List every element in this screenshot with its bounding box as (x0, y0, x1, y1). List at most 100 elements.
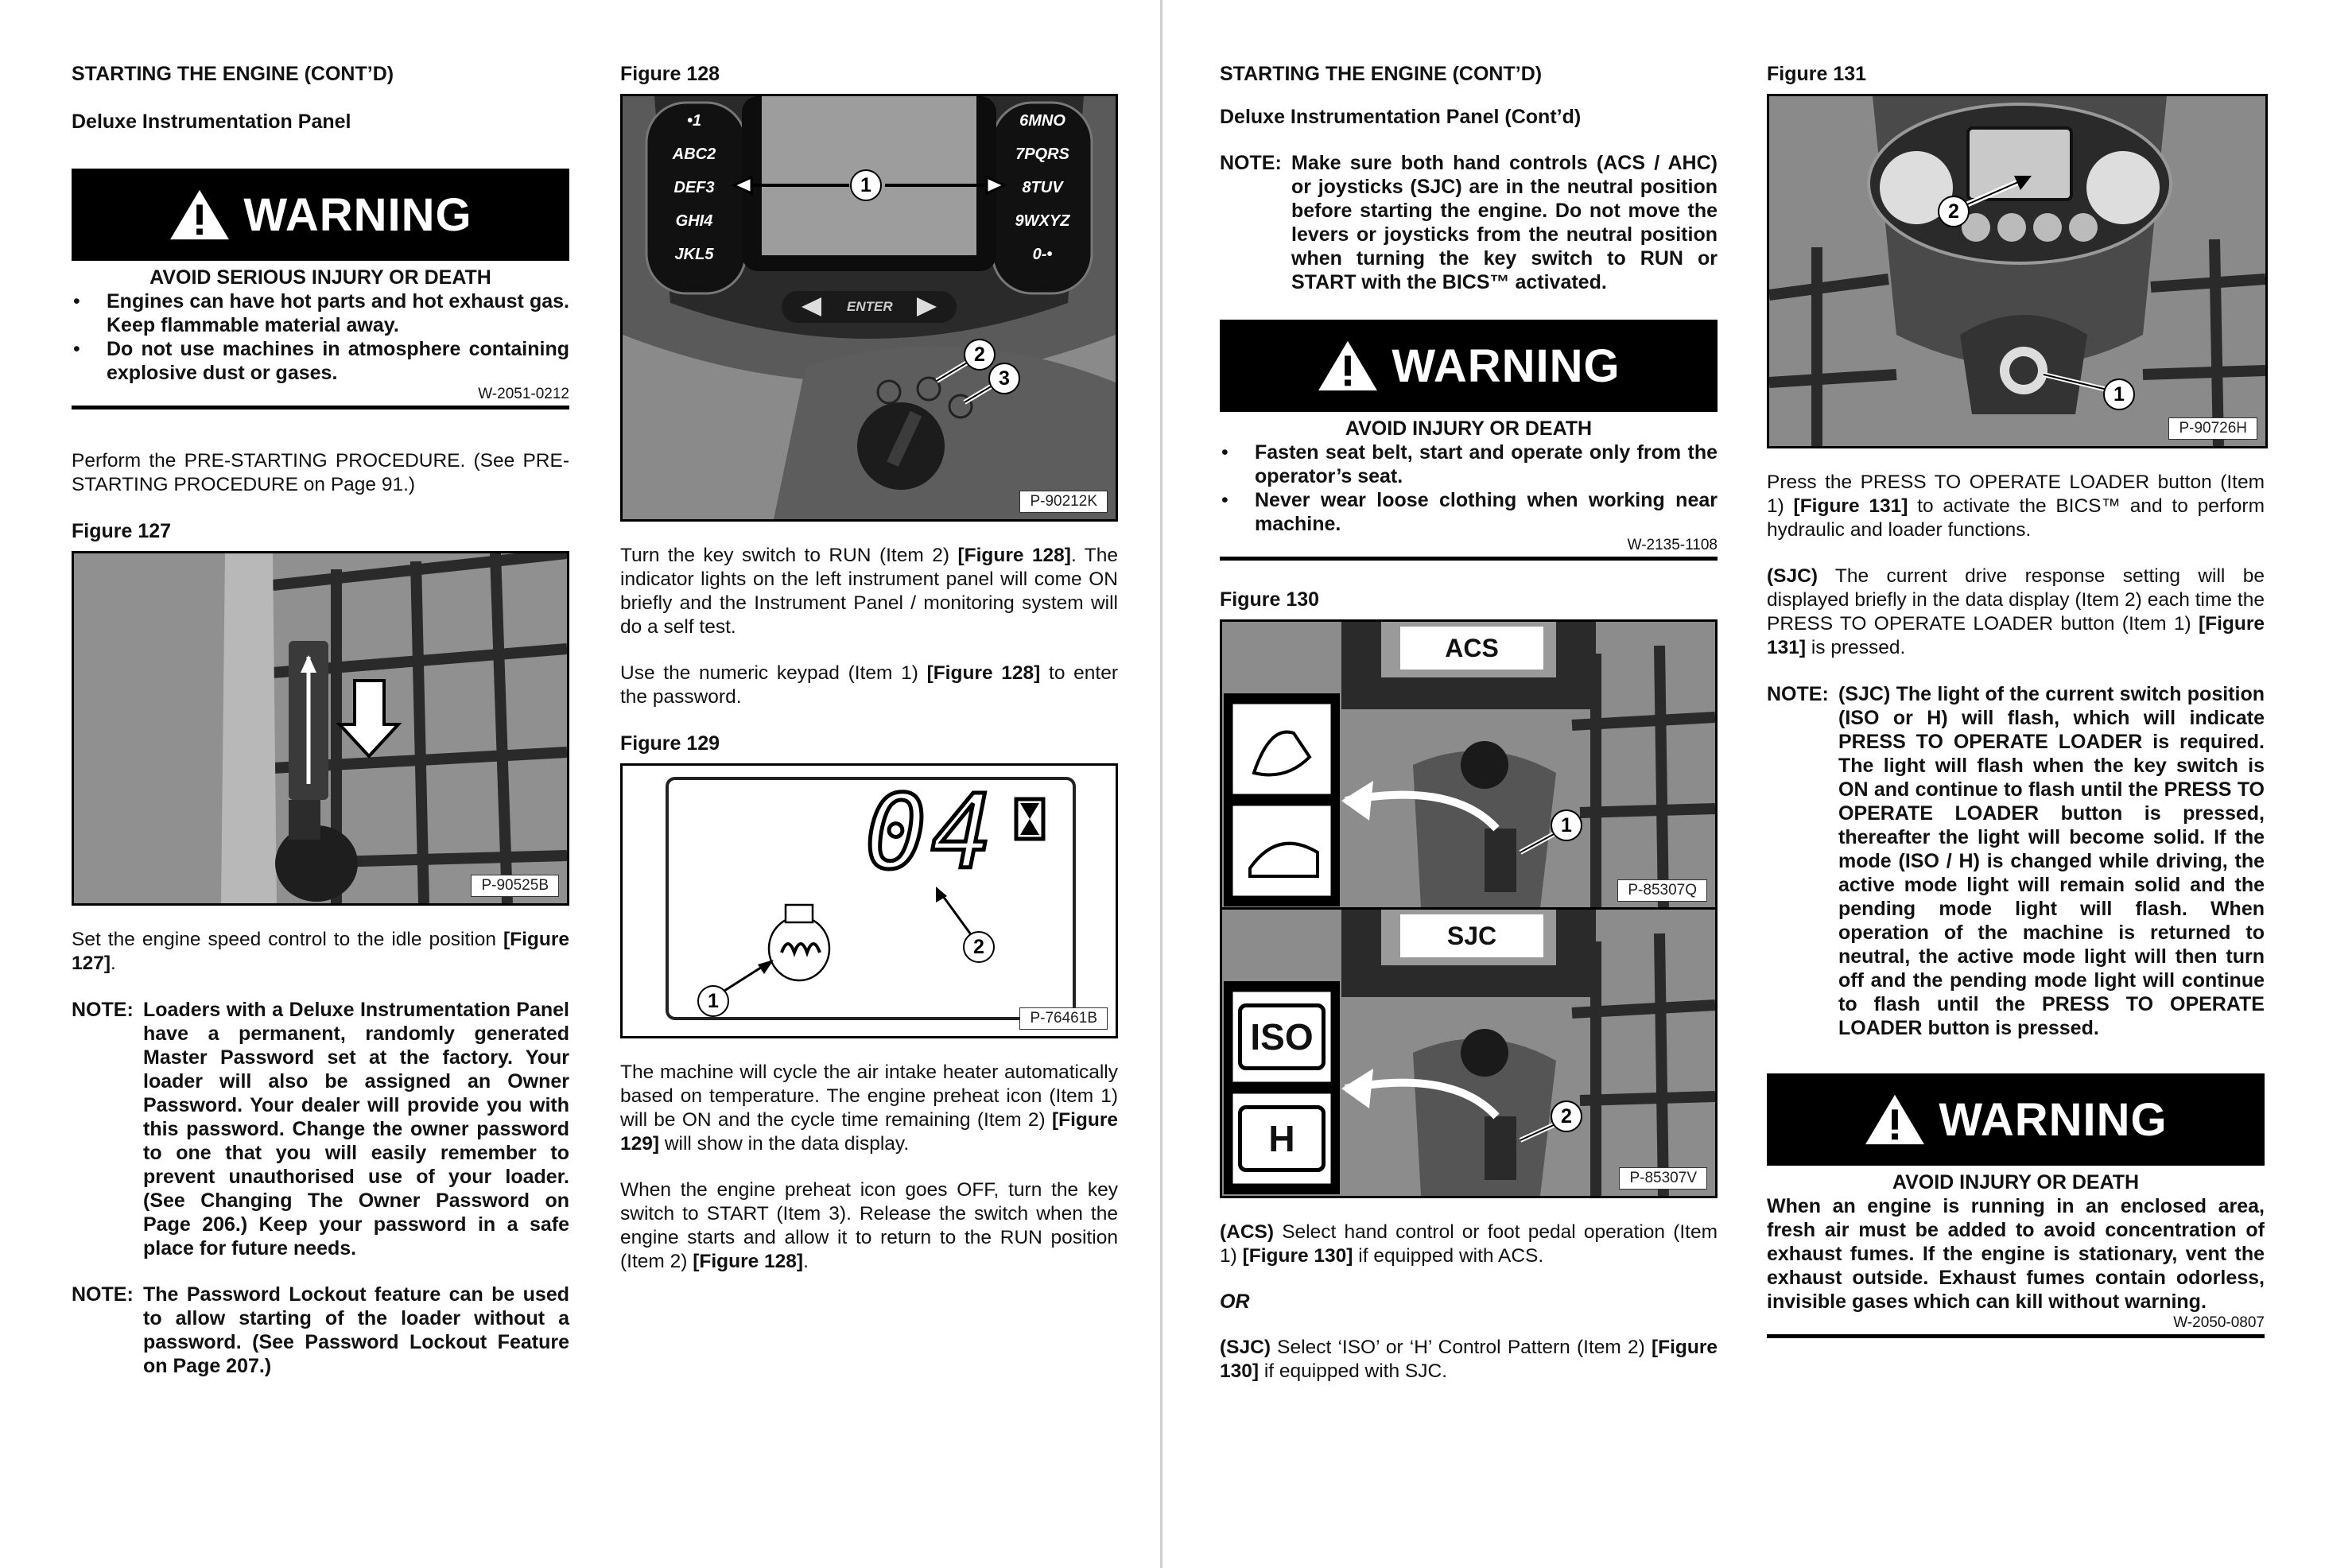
note-neutral-position: NOTE: Make sure both hand controls (ACS … (1220, 151, 1718, 294)
callout-2: 2 (1551, 1100, 1582, 1132)
heater-rest: will show in the data display. (659, 1133, 910, 1155)
right-column-2: Figure 131 (1767, 62, 2268, 1338)
warning-text: When an engine is running in an enclosed… (1767, 1195, 2265, 1313)
note-text: Loaders with a Deluxe Instrumentation Pa… (143, 999, 569, 1259)
heater-text: The machine will cycle the air intake he… (620, 1062, 1118, 1131)
warning-word: WARNING (1939, 1093, 2168, 1146)
note-text: Make sure both hand controls (ACS / AHC)… (1291, 152, 1718, 293)
note-mode-light: NOTE: (SJC) The light of the current swi… (1767, 682, 2265, 1040)
figure-128-title: Figure 128 (620, 63, 720, 85)
keypad-rest: to enter the password. (620, 662, 1119, 708)
figure-ref: [Figure 130] (1242, 1245, 1353, 1267)
idle-text: Set the engine speed control to the idle… (72, 929, 503, 950)
subsection-title: Deluxe Instrumentation Panel (72, 111, 351, 133)
warning-code: W-2051-0212 (478, 386, 569, 402)
warning-code: W-2135-1108 (1627, 537, 1718, 553)
figure-code: P-90726H (2168, 417, 2257, 440)
run-rest: . The indicator lights on the left instr… (620, 545, 1119, 638)
figure-130-title: Figure 130 (1220, 588, 1320, 611)
warning-item: Engines can have hot parts and hot exhau… (72, 289, 569, 337)
figure-ref: [Figure 127] (72, 929, 569, 974)
warning-block: WARNING AVOID INJURY OR DEATH Fasten sea… (1220, 320, 1718, 561)
keypad-text: Use the numeric keypad (Item 1) (620, 662, 927, 684)
note-label: NOTE: (1767, 683, 1829, 705)
callout-2: 2 (964, 339, 996, 371)
figure-ref: [Figure 129] (620, 1109, 1118, 1155)
note-text: The Password Lockout feature can be used… (143, 1283, 569, 1377)
sjc-lead: (SJC) (1220, 1337, 1271, 1358)
warning-item: Fasten seat belt, start and operate only… (1220, 441, 1718, 488)
display-digits: 04 (863, 774, 998, 892)
run-paragraph: Turn the key switch to RUN (Item 2) [Fig… (620, 544, 1118, 639)
warning-triangle-icon (169, 188, 231, 242)
keypad-key: 6MNO (1019, 112, 1065, 130)
left-column-2: Figure 128 (620, 62, 1118, 1274)
keypad-paragraph: Use the numeric keypad (Item 1) [Figure … (620, 662, 1118, 709)
warning-list: Fasten seat belt, start and operate only… (1220, 441, 1718, 536)
start-paragraph: When the engine preheat icon goes OFF, t… (620, 1178, 1118, 1274)
figure-131: 2 1 P-90726H (1767, 94, 2268, 448)
callout-2: 2 (963, 931, 995, 963)
figure-code: P-85307V (1619, 1167, 1707, 1190)
subsection-title: Deluxe Instrumentation Panel (Cont’d) (1220, 106, 1582, 128)
keypad-key: •1 (686, 112, 702, 130)
note-text: (SJC) The light of the current switch po… (1838, 683, 2265, 1039)
sjc-text: Select ‘ISO’ or ‘H’ Control Pattern (Ite… (1270, 1337, 1652, 1358)
left-column-1: STARTING THE ENGINE (CONT’D) Deluxe Inst… (72, 62, 569, 1378)
figure-code: P-85307Q (1617, 879, 1707, 902)
callout-2: 2 (1938, 196, 1970, 227)
sjc-paragraph: (SJC) Select ‘ISO’ or ‘H’ Control Patter… (1220, 1336, 1718, 1384)
warning-code: W-2050-0807 (2173, 1314, 2265, 1331)
warning-banner: WARNING (1220, 320, 1718, 412)
keypad-key: 9WXYZ (1015, 212, 1070, 230)
figure-ref: [Figure 128] (957, 545, 1071, 566)
figure-ref: [Figure 131] (1793, 495, 1908, 517)
note-master-password: NOTE: Loaders with a Deluxe Instrumentat… (72, 998, 569, 1260)
warning-block: WARNING AVOID SERIOUS INJURY OR DEATH En… (72, 169, 569, 409)
warning-rule (72, 406, 569, 409)
iso-label: ISO (1238, 1003, 1326, 1070)
keypad-key: JKL5 (674, 246, 714, 263)
press-text: Press the PRESS TO OPERATE LOADER button… (1767, 472, 2265, 517)
idle-paragraph: Set the engine speed control to the idle… (72, 928, 569, 976)
keypad-left: •1 ABC2 DEF3 GHI4 JKL5 (654, 112, 734, 279)
note-label: NOTE: (1220, 152, 1282, 174)
figure-ref: [Figure 131] (1767, 613, 2265, 658)
left-page: STARTING THE ENGINE (CONT’D) Deluxe Inst… (0, 0, 1162, 1568)
section-title: STARTING THE ENGINE (CONT’D) (1220, 63, 1543, 85)
note-password-lockout: NOTE: The Password Lockout feature can b… (72, 1283, 569, 1378)
section-title: STARTING THE ENGINE (CONT’D) (72, 63, 394, 85)
keypad-key: 8TUV (1022, 179, 1063, 196)
figure-code: P-90525B (471, 875, 559, 897)
press-paragraph: Press the PRESS TO OPERATE LOADER button… (1767, 471, 2265, 542)
acs-label: ACS (1400, 627, 1543, 670)
sjc-text: The current drive response setting will … (1767, 565, 2265, 635)
warning-triangle-icon (1864, 1093, 1926, 1147)
instrument-panel-illustration (623, 96, 1116, 519)
figure-code: P-90212K (1019, 491, 1108, 513)
sjc-rest: is pressed. (1806, 637, 1906, 658)
figure-128: •1 ABC2 DEF3 GHI4 JKL5 6MNO 7PQRS 8TUV 9… (620, 94, 1118, 522)
idle-end: . (111, 953, 116, 974)
figure-129-title: Figure 129 (620, 732, 720, 755)
keypad-key: 0-• (1032, 246, 1053, 263)
warning-rule (1767, 1334, 2265, 1338)
press-rest: to activate the BICS™ and to perform hyd… (1767, 495, 2265, 541)
start-text: When the engine preheat icon goes OFF, t… (620, 1179, 1118, 1272)
right-page: STARTING THE ENGINE (CONT’D) Deluxe Inst… (1162, 0, 2325, 1568)
keypad-right: 6MNO 7PQRS 8TUV 9WXYZ 0-• (1003, 112, 1082, 279)
sjc-lead: (SJC) (1767, 565, 1818, 587)
acs-paragraph: (ACS) Select hand control or foot pedal … (1220, 1221, 1718, 1268)
sjc-rest: if equipped with SJC. (1259, 1360, 1448, 1382)
acs-rest: if equipped with ACS. (1353, 1245, 1544, 1267)
figure-131-title: Figure 131 (1767, 63, 1867, 85)
warning-triangle-icon (1317, 339, 1379, 393)
figure-130-acs-panel: ACS 1 P-85307Q (1220, 619, 1718, 910)
warning-block: WARNING AVOID INJURY OR DEATH When an en… (1767, 1073, 2265, 1338)
keypad-key: GHI4 (675, 212, 713, 230)
sjc-display-paragraph: (SJC) The current drive response setting… (1767, 565, 2265, 660)
right-column-1: STARTING THE ENGINE (CONT’D) Deluxe Inst… (1220, 62, 1718, 1384)
warning-heading: AVOID INJURY OR DEATH (1345, 417, 1593, 440)
keypad-key: ABC2 (672, 146, 716, 163)
figure-130: ACS 1 P-85307Q (1220, 619, 1718, 1198)
